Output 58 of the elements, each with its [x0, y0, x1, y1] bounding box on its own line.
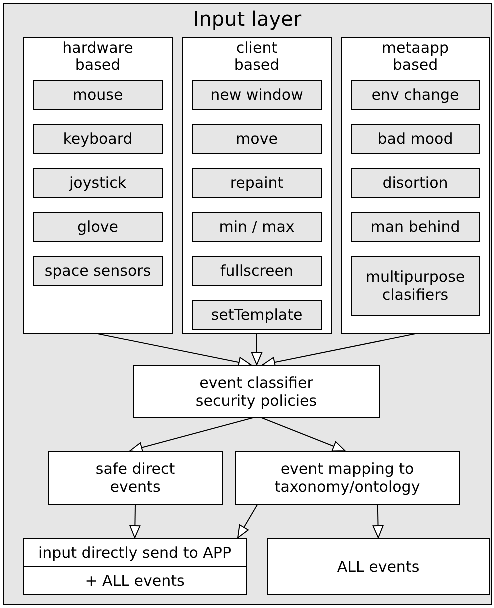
arrow — [130, 418, 254, 454]
event-box — [33, 212, 163, 242]
event-box — [351, 80, 480, 110]
category-column — [23, 37, 173, 334]
event-box — [192, 300, 322, 330]
event-box — [33, 168, 163, 198]
box-label: multipurpose clasifiers — [364, 268, 466, 304]
event-box — [33, 256, 163, 286]
process-box — [48, 451, 223, 505]
box-label: event mapping to taxonomy/ontology — [274, 460, 420, 496]
box-label: min / max — [219, 218, 295, 236]
box-label: mouse — [72, 86, 124, 104]
event-box — [192, 168, 322, 198]
box-label: fullscreen — [220, 262, 294, 280]
event-box — [33, 80, 163, 110]
column-heading: metaapp based — [380, 40, 450, 74]
arrow — [238, 504, 258, 538]
event-box — [192, 212, 322, 242]
event-box — [351, 212, 480, 242]
category-column — [182, 37, 332, 334]
box-label: repaint — [230, 174, 284, 192]
event-box — [192, 124, 322, 154]
box-label: ALL events — [337, 558, 420, 576]
process-box — [133, 365, 380, 418]
box-label: event classifier security policies — [194, 374, 318, 410]
box-label: disortion — [382, 174, 448, 192]
box-label: space sensors — [44, 262, 152, 280]
event-box — [33, 124, 163, 154]
box-label: setTemplate — [211, 306, 303, 324]
box-label: safe direct events — [94, 460, 176, 496]
arrow — [262, 334, 416, 368]
column-heading: hardware based — [62, 40, 134, 74]
event-box — [351, 256, 480, 316]
layer-panel — [3, 3, 492, 605]
process-box — [267, 538, 490, 595]
event-box — [351, 124, 480, 154]
box-label: input directly send to APP — [38, 544, 232, 562]
box-label: glove — [78, 218, 118, 236]
category-column — [341, 37, 490, 334]
box-label: env change — [372, 86, 460, 104]
box-label: keyboard — [63, 130, 133, 148]
arrow — [252, 334, 262, 366]
box-label: bad mood — [378, 130, 454, 148]
box-label: new window — [210, 86, 304, 104]
column-heading: client based — [233, 40, 281, 74]
event-box — [192, 256, 322, 286]
box-label: joystick — [69, 174, 127, 192]
process-box — [23, 538, 247, 595]
event-box — [351, 168, 480, 198]
process-box — [235, 451, 460, 505]
arrow — [372, 504, 384, 538]
box-label: + ALL events — [85, 572, 185, 590]
event-box — [192, 80, 322, 110]
arrow — [261, 418, 346, 452]
box-label: man behind — [370, 218, 460, 236]
arrow — [130, 504, 141, 538]
layer-title: Input layer — [192, 8, 303, 30]
box-label: move — [236, 130, 278, 148]
